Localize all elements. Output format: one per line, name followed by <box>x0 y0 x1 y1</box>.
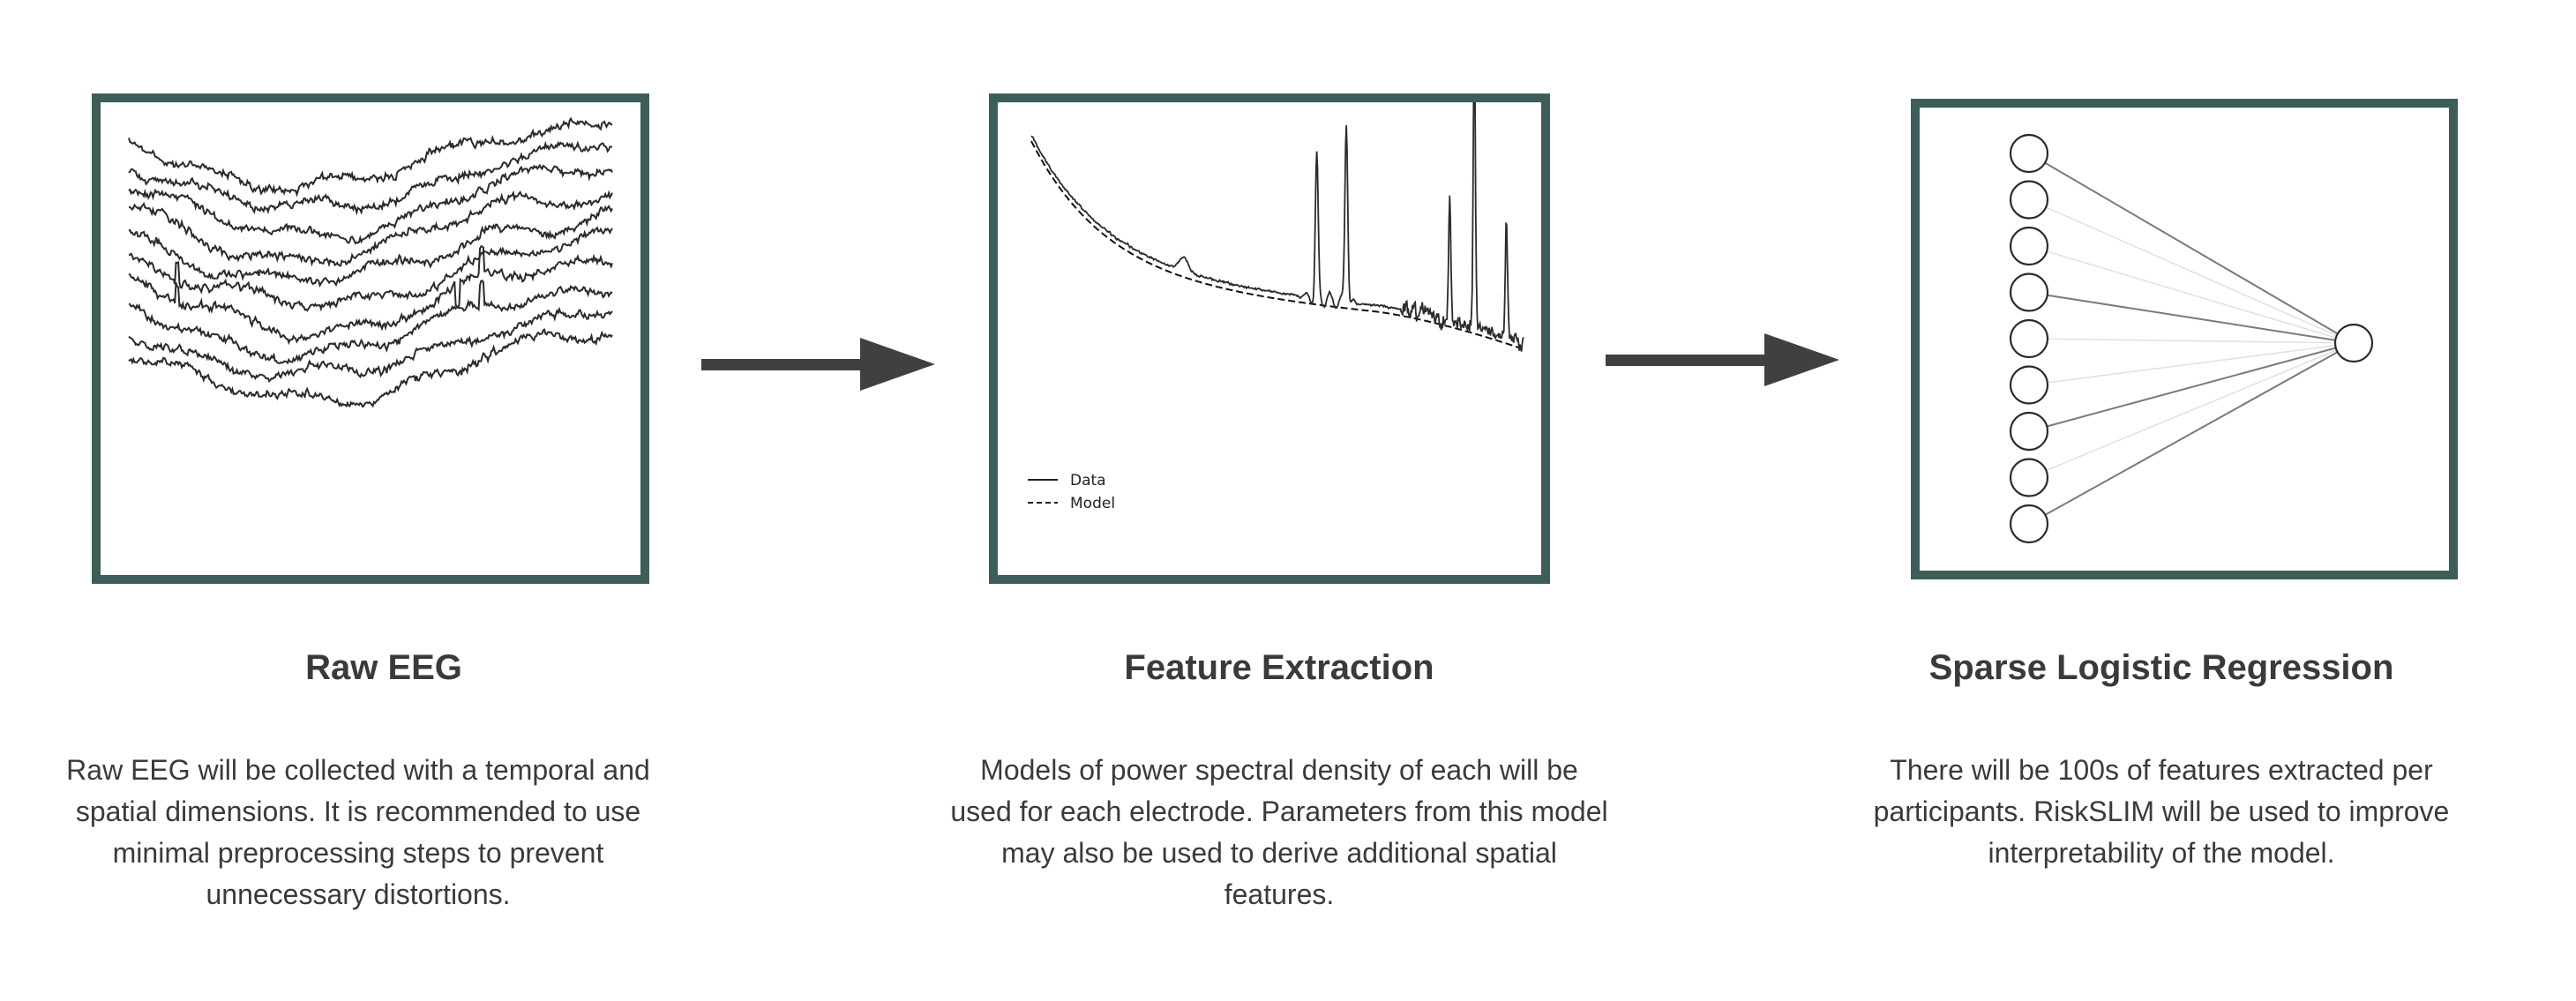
network-panel <box>1911 99 2458 579</box>
psd-panel: Data Model <box>989 93 1550 584</box>
arrow-right-icon <box>701 338 935 391</box>
eeg-channel-trace <box>128 306 613 383</box>
weak-connection <box>2028 338 2355 344</box>
output-node <box>2333 323 2374 363</box>
step-description-feature-extraction: Models of power spectral density of each… <box>950 754 1608 910</box>
input-node <box>2009 458 2049 497</box>
step-description-raw-eeg: Raw EEG will be collected with a tempora… <box>66 754 650 910</box>
weak-connection <box>2028 342 2355 386</box>
input-node <box>2009 318 2049 359</box>
eeg-channel-trace <box>128 190 613 268</box>
eeg-channel-trace <box>128 328 613 408</box>
eeg-traces-plot <box>128 116 613 408</box>
input-node <box>2009 365 2049 405</box>
step-title-raw-eeg: Raw EEG <box>305 648 462 687</box>
eeg-channel-trace <box>128 140 613 216</box>
eeg-channel-trace <box>128 226 613 312</box>
weak-connection <box>2028 245 2355 344</box>
input-node <box>2009 180 2049 220</box>
psd-model-line <box>1030 140 1524 350</box>
weak-connection <box>2028 198 2355 344</box>
step-description-sparse-logistic-regression: There will be 100s of features extracted… <box>1873 754 2450 869</box>
psd-data-line <box>1030 102 1524 352</box>
input-node <box>2009 226 2049 266</box>
legend-label-model: Model <box>1070 495 1115 512</box>
weak-connection <box>2028 342 2355 479</box>
strong-connection <box>2028 342 2355 432</box>
eeg-channel-trace <box>128 245 613 346</box>
strong-connection <box>2028 291 2355 344</box>
step-title-feature-extraction: Feature Extraction <box>1124 648 1434 687</box>
psd-plot: Data Model <box>1028 102 1524 512</box>
legend-label-data: Data <box>1070 472 1106 489</box>
eeg-channel-trace <box>128 163 613 245</box>
input-node <box>2009 504 2049 544</box>
input-node <box>2009 411 2049 452</box>
strong-connection <box>2028 342 2355 525</box>
eeg-channel-trace <box>128 280 613 365</box>
arrow-right-icon <box>1606 333 1839 386</box>
eeg-channel-trace <box>128 205 613 288</box>
network-diagram <box>2009 133 2374 544</box>
eeg-channel-trace <box>128 116 613 198</box>
step-title-sparse-logistic-regression: Sparse Logistic Regression <box>1928 648 2394 687</box>
input-node <box>2009 133 2049 174</box>
psd-legend: Data Model <box>1028 472 1115 512</box>
input-node <box>2009 273 2049 312</box>
raw-eeg-panel <box>92 93 649 584</box>
strong-connection <box>2028 153 2355 344</box>
